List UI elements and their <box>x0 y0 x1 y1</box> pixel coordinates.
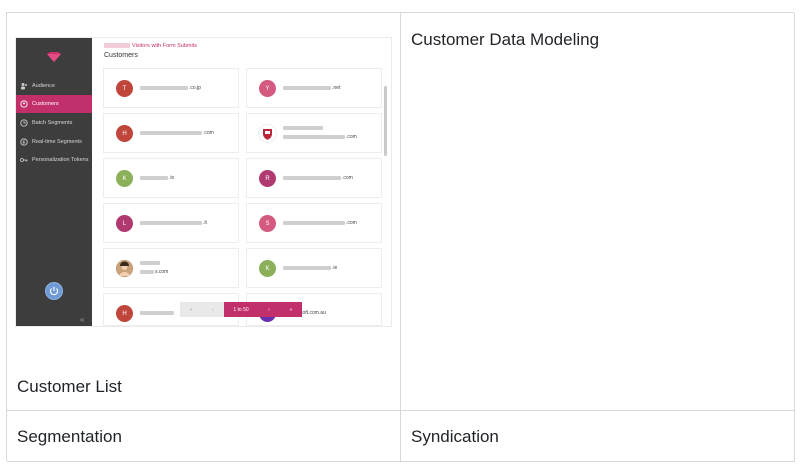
sidebar-item-label: Personalization Tokens <box>32 157 89 163</box>
batch-icon <box>20 119 28 127</box>
avatar: K <box>116 170 133 187</box>
avatar: S <box>259 215 276 232</box>
cell-syndication: Syndication <box>401 411 795 462</box>
customer-card[interactable]: H .com <box>103 113 239 153</box>
customer-email: s.com <box>140 268 168 276</box>
avatar: Y <box>259 80 276 97</box>
page-title: Customers <box>104 52 138 59</box>
customer-email: .ie <box>283 264 337 272</box>
key-icon <box>20 156 28 164</box>
app-sidebar: Audience Customers Batch Segments Real-t… <box>16 38 92 326</box>
customer-card[interactable]: K .tv <box>103 158 239 198</box>
sidebar-item-label: Customers <box>32 101 59 107</box>
avatar: H <box>116 125 133 142</box>
sidebar-item-customers[interactable]: Customers <box>16 95 92 113</box>
prev-page-button[interactable]: ‹ <box>202 302 224 317</box>
avatar: L <box>116 215 133 232</box>
avatar-logo <box>259 125 276 142</box>
people-icon <box>20 82 28 90</box>
feature-table: Customer List Customer Data Modeling Seg… <box>6 12 795 462</box>
last-page-button[interactable]: » <box>280 302 302 317</box>
pagination: « ‹ 1 to 50 › » <box>180 302 302 317</box>
customer-data-modeling-label: Customer Data Modeling <box>411 30 600 49</box>
segmentation-label: Segmentation <box>17 427 122 446</box>
cell-customer-data-modeling: Customer Data Modeling <box>401 13 795 411</box>
sidebar-item-label: Audience <box>32 83 55 89</box>
logo-gem-icon <box>47 52 61 62</box>
customer-email: .com <box>283 133 357 141</box>
avatar: K <box>259 260 276 277</box>
customer-card[interactable]: Y .net <box>246 68 382 108</box>
app-topbar: Visitors with Form Submits Customers <box>92 38 391 70</box>
sidebar-item-realtime-segments[interactable]: Real-time Segments <box>16 133 92 151</box>
customer-card[interactable]: L .it <box>103 203 239 243</box>
customer-email: .tv <box>140 174 174 182</box>
customer-email: .com <box>140 129 214 137</box>
sidebar-item-personalization-tokens[interactable]: Personalization Tokens <box>16 151 92 169</box>
sidebar-item-label: Real-time Segments <box>32 139 82 145</box>
customer-email: .com <box>283 219 357 227</box>
breadcrumb-label: Visitors with Form Submits <box>132 43 197 49</box>
customer-card[interactable]: R .com <box>246 158 382 198</box>
search-person-icon <box>20 100 28 108</box>
customer-list-label: Customer List <box>17 377 122 396</box>
sidebar-item-audience[interactable]: Audience <box>16 77 92 95</box>
customer-card[interactable]: s.com <box>103 248 239 288</box>
cell-segmentation: Segmentation <box>7 411 401 462</box>
cell-customer-list: Customer List <box>7 13 401 411</box>
syndication-label: Syndication <box>411 427 499 446</box>
power-icon <box>49 286 59 296</box>
sidebar-item-batch-segments[interactable]: Batch Segments <box>16 114 92 132</box>
first-page-button[interactable]: « <box>180 302 202 317</box>
avatar-photo <box>116 260 133 277</box>
customer-card[interactable]: S .com <box>246 203 382 243</box>
customer-email: .co.jp <box>140 84 201 92</box>
customer-email <box>140 309 175 317</box>
avatar: H <box>116 305 133 322</box>
customer-email: .net <box>283 84 340 92</box>
person-photo-icon <box>116 260 133 277</box>
shield-logo-icon <box>263 128 272 140</box>
next-page-button[interactable]: › <box>258 302 280 317</box>
breadcrumb[interactable]: Visitors with Form Submits <box>104 43 197 49</box>
customer-card[interactable]: T .co.jp <box>103 68 239 108</box>
scrollbar[interactable] <box>384 86 387 156</box>
customer-card[interactable]: K .ie <box>246 248 382 288</box>
avatar: T <box>116 80 133 97</box>
customer-email: .it <box>140 219 207 227</box>
page-range: 1 to 50 <box>224 302 258 317</box>
customer-list-screenshot: Audience Customers Batch Segments Real-t… <box>16 38 391 326</box>
customer-name <box>283 126 323 130</box>
customer-card[interactable]: .com <box>246 113 382 153</box>
customer-email: .com <box>283 174 353 182</box>
customer-name <box>140 261 160 265</box>
avatar: R <box>259 170 276 187</box>
sidebar-item-label: Batch Segments <box>32 120 73 126</box>
realtime-icon <box>20 138 28 146</box>
collapse-sidebar-icon[interactable]: « <box>80 315 85 324</box>
power-button[interactable] <box>46 283 62 299</box>
